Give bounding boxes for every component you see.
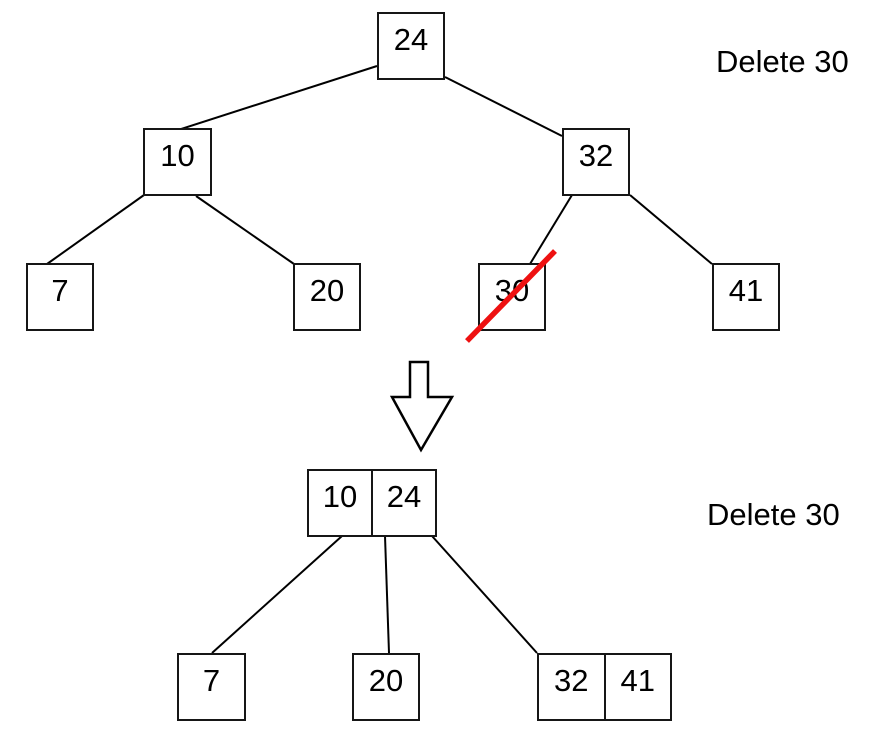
tree-node-32: 32 bbox=[562, 128, 630, 196]
edge-root-7 bbox=[211, 535, 343, 654]
edge-10-20 bbox=[195, 195, 295, 265]
operation-label-top: Delete 30 bbox=[716, 44, 849, 79]
tree-node-41: 41 bbox=[712, 263, 780, 331]
node-key: 10 bbox=[322, 479, 358, 514]
tree-node-7-after: 7 bbox=[177, 653, 246, 721]
tree-node-20-after: 20 bbox=[352, 653, 420, 721]
tree-node-10: 10 bbox=[143, 128, 212, 196]
node-key: 41 bbox=[603, 655, 671, 719]
edge-root-20 bbox=[384, 535, 390, 654]
node-key: 20 bbox=[368, 663, 404, 698]
edge-10-7 bbox=[46, 194, 145, 265]
edge-32-41 bbox=[629, 194, 713, 265]
node-key: 30 bbox=[494, 273, 530, 308]
tree-node-20: 20 bbox=[293, 263, 361, 331]
tree-node-7: 7 bbox=[26, 263, 94, 331]
node-key: 20 bbox=[309, 273, 345, 308]
down-arrow-icon bbox=[389, 360, 455, 453]
node-key: 41 bbox=[728, 273, 764, 308]
tree-node-32-41: 32 41 bbox=[537, 653, 672, 721]
node-key: 7 bbox=[202, 663, 221, 698]
node-key: 32 bbox=[578, 138, 614, 173]
node-key: 24 bbox=[393, 22, 429, 57]
edge-32-30 bbox=[529, 194, 573, 265]
edge-root-3241 bbox=[431, 535, 538, 654]
node-key: 32 bbox=[554, 663, 589, 698]
node-key: 7 bbox=[51, 273, 69, 308]
tree-node-30-deleted: 30 bbox=[478, 263, 546, 331]
tree-node-10-24: 10 24 bbox=[307, 469, 437, 537]
node-key: 10 bbox=[160, 138, 195, 173]
operation-label-bottom: Delete 30 bbox=[707, 497, 840, 532]
tree-node-24: 24 bbox=[377, 12, 445, 80]
edge-24-32 bbox=[444, 76, 563, 137]
edge-24-10 bbox=[177, 65, 378, 131]
node-key: 24 bbox=[371, 471, 435, 535]
